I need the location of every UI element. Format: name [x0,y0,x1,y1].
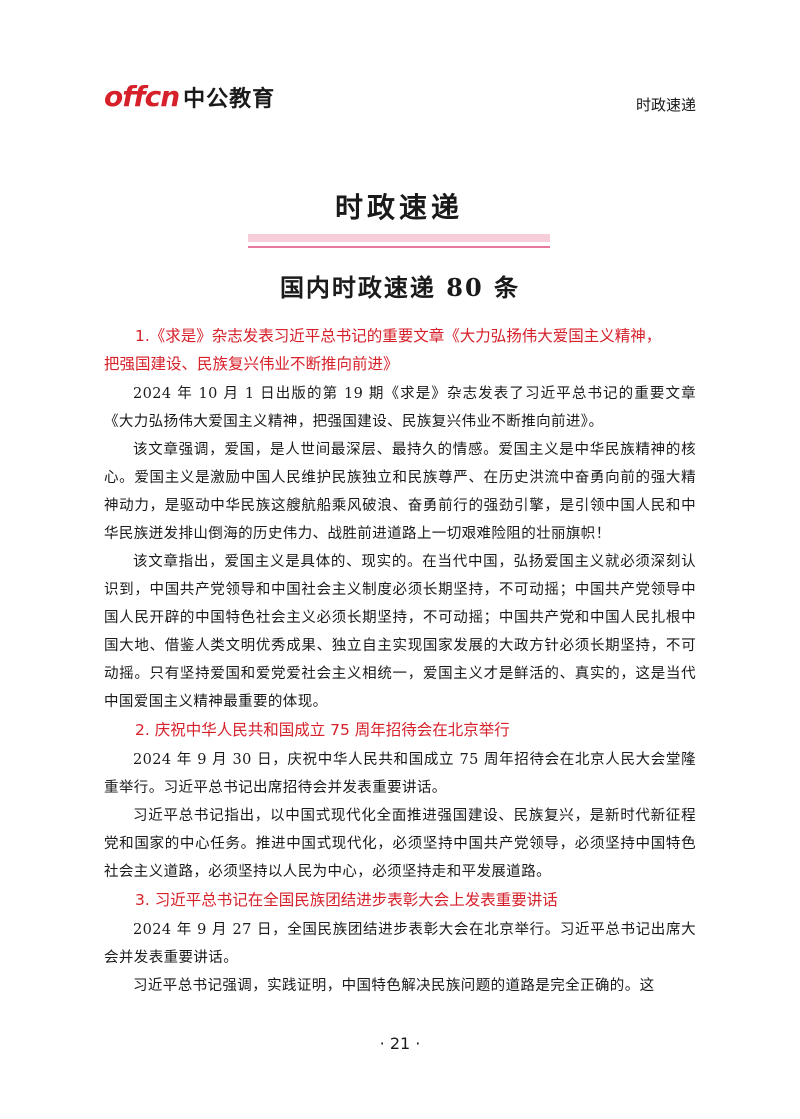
paragraph: 2024 年 9 月 27 日，全国民族团结进步表彰大会在北京举行。习近平总书记… [104,922,696,966]
banner-underline-thin [248,246,550,248]
paragraph: 该文章指出，爱国主义是具体的、现实的。在当代中国，弘扬爱国主义就必须深刻认识到，… [104,554,696,710]
item-heading: 1.《求是》杂志发表习近平总书记的重要文章《大力弘扬伟大爱国主义精神， [135,327,662,345]
item-heading: 2. 庆祝中华人民共和国成立 75 周年招待会在北京举行 [135,721,510,739]
section-banner: 时政速递 [248,186,550,248]
paragraph: 习近平总书记强调，实践证明，中国特色解决民族问题的道路是完全正确的。这 [133,978,655,994]
item-heading-cont: 把强国建设、民族复兴伟业不断推向前进》 [104,355,399,373]
page-number: · 21 · [379,1034,421,1053]
page-title: 国内时政速递 80 条 [279,273,521,302]
banner-title: 时政速递 [334,191,463,224]
paragraph: 习近平总书记指出，以中国式现代化全面推进强国建设、民族复兴，是新时代新征程党和国… [104,808,696,880]
item-heading: 3. 习近平总书记在全国民族团结进步表彰大会上发表重要讲话 [135,891,558,909]
logo-mark: offcn [104,80,180,113]
paragraph: 2024 年 9 月 30 日，庆祝中华人民共和国成立 75 周年招待会在北京人… [104,752,696,796]
logo-text: 中公教育 [183,86,276,112]
paragraph: 该文章强调，爱国，是人世间最深层、最持久的情感。爱国主义是中华民族精神的核心。爱… [104,442,696,542]
paragraph: 2024 年 10 月 1 日出版的第 19 期《求是》杂志发表了习近平总书记的… [104,386,696,430]
section-label: 时政速递 [635,96,696,114]
article-body: 1.《求是》杂志发表习近平总书记的重要文章《大力弘扬伟大爱国主义精神， 把强国建… [104,322,696,1000]
page-header: offcn 中公教育 时政速递 [104,80,696,120]
banner-underline [248,234,550,242]
offcn-logo: offcn 中公教育 [104,80,275,113]
